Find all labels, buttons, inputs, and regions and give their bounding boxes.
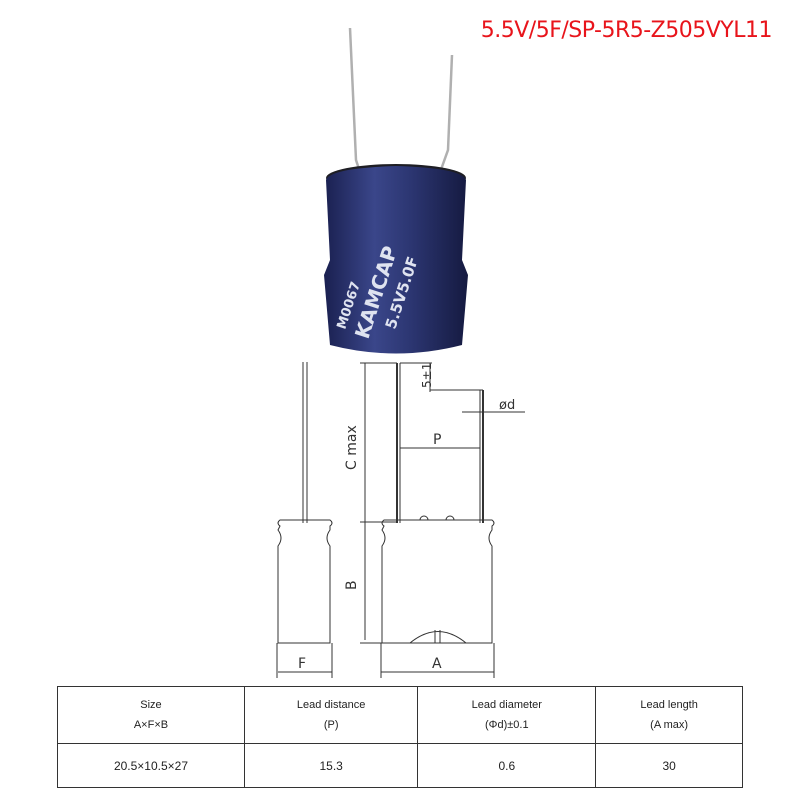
header-lead-diameter: Lead diameter(Φd)±0.1: [417, 686, 597, 744]
capacitor-print: KAMCAP M0067 5.5V5.0F: [335, 243, 422, 341]
value-lead-diameter: 0.6: [417, 743, 597, 788]
drawing-lines: [276, 362, 525, 678]
capacitor-photo: KAMCAP M0067 5.5V5.0F: [324, 27, 468, 354]
label-p: P: [433, 432, 441, 448]
label-a: A: [432, 656, 442, 672]
value-lead-length: 30: [595, 743, 743, 788]
label-f: F: [298, 656, 306, 672]
label-d: ød: [499, 398, 515, 413]
value-lead-distance: 15.3: [243, 743, 419, 788]
header-lead-length: Lead length(A max): [595, 686, 743, 744]
product-title: 5.5V/5F/SP-5R5-Z505VYL11: [480, 18, 773, 43]
front-view-body: [381, 519, 495, 644]
lead-right: [436, 54, 454, 179]
lead-left: [348, 27, 364, 179]
side-view-body: [277, 519, 333, 644]
header-lead-distance: Lead distance(P): [243, 686, 419, 744]
capacitor-body: [324, 166, 468, 354]
label-c-max: C max: [344, 425, 360, 470]
label-b: B: [344, 580, 360, 590]
value-size: 20.5×10.5×27: [57, 743, 245, 788]
label-tol: 5±1: [420, 363, 434, 388]
